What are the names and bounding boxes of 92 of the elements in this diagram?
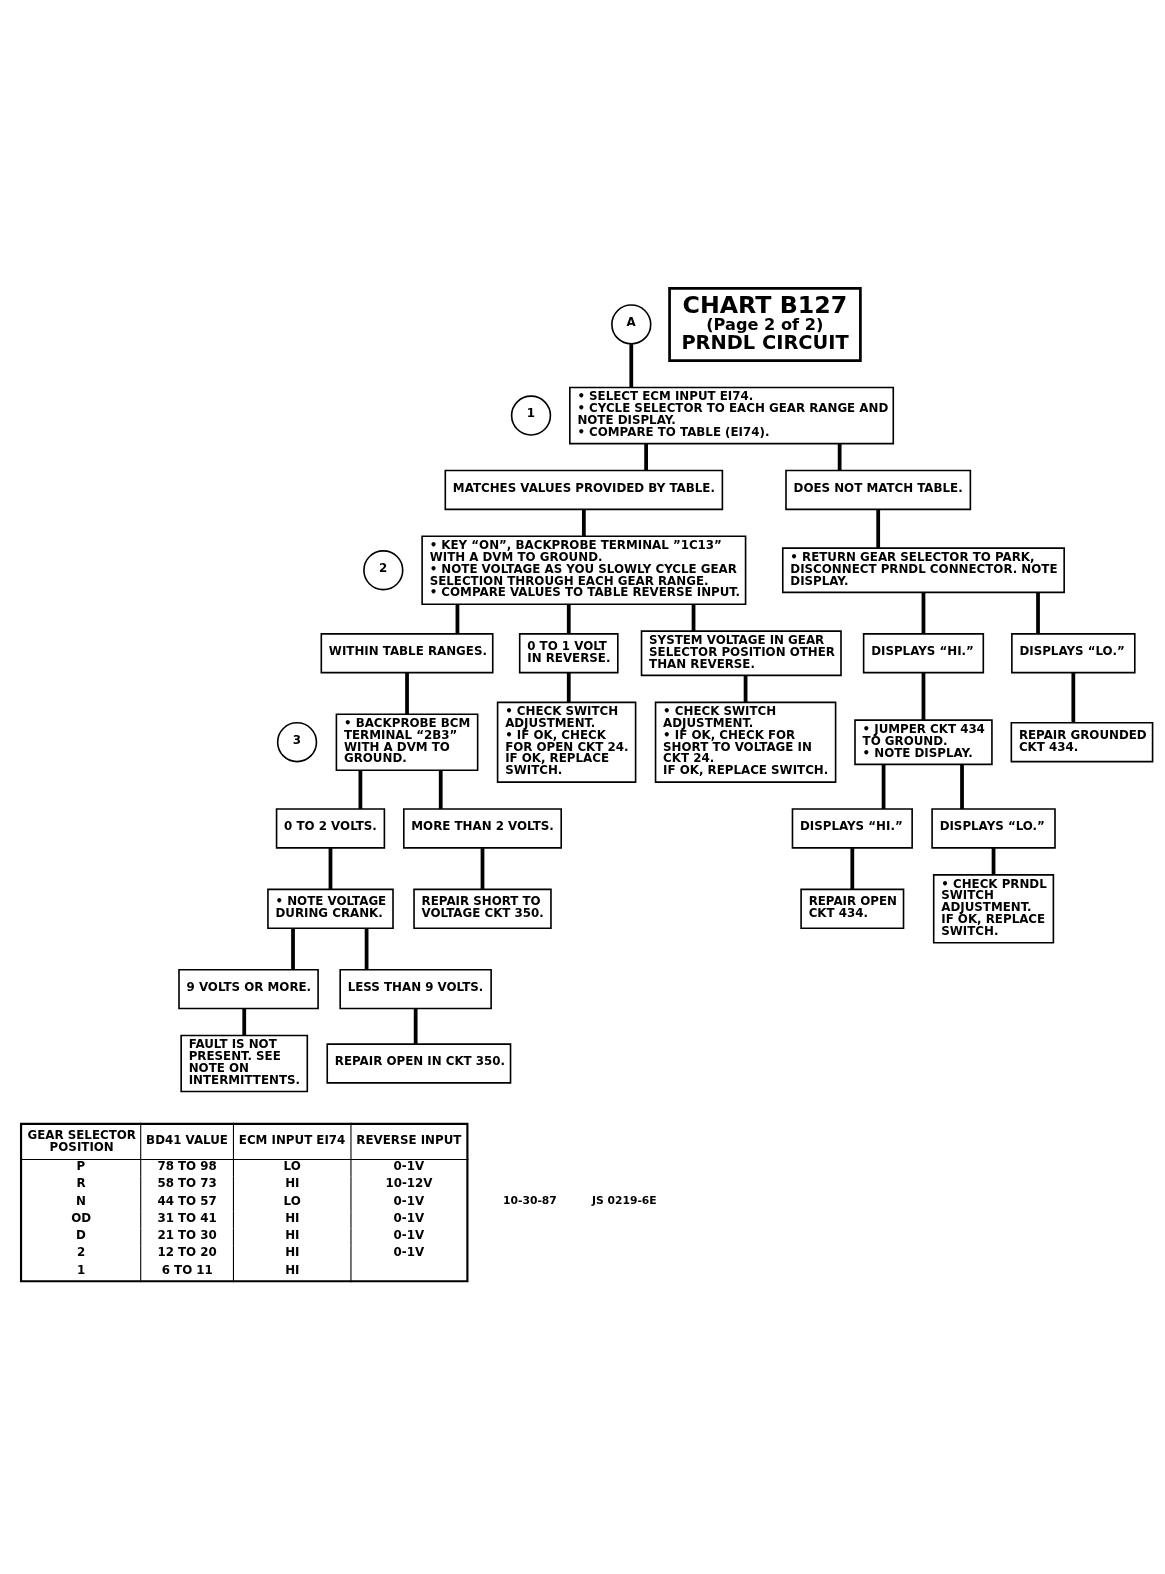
connector [1036, 592, 1040, 634]
label: LO [283, 1193, 301, 1208]
connector [438, 769, 443, 809]
label: 1 [77, 1262, 86, 1277]
node-box: 9 VOLTS OR MORE. [178, 968, 319, 1009]
label: 2 [77, 1244, 86, 1259]
label: ECM INPUT EI74 [238, 1132, 346, 1147]
node-box: SYSTEM VOLTAGE IN GEAR SELECTOR POSITION OTHER THAN REVERSE. [640, 629, 842, 676]
node-box: • CHECK PRNDL SWITCH ADJUSTMENT. IF OK, REPLACE SWITCH. [932, 873, 1055, 944]
label: 0-1V [393, 1193, 425, 1208]
node-box: • RETURN GEAR SELECTOR TO PARK, DISCONNECT PRNDL CONNECTOR. NOTE DISPLAY. [781, 546, 1065, 593]
label: 6 TO 11 [161, 1262, 213, 1277]
connector [1071, 672, 1076, 723]
label: 10-30-87 [502, 1193, 557, 1207]
node-circle: 3 [276, 721, 318, 762]
node-box: REPAIR OPEN IN CKT 350. [326, 1042, 512, 1084]
label: D [76, 1227, 86, 1242]
connector [991, 847, 996, 875]
node-box: MATCHES VALUES PROVIDED BY TABLE. [444, 469, 724, 510]
connector [242, 1008, 247, 1035]
connector [850, 847, 855, 889]
node-box: • KEY “ON”, BACKPROBE TERMINAL ”1C13” WITH A DVM TO GROUND. • NOTE VOLTAGE AS YOU SLOWLY CYCLE GEAR SELECTION THROUGH EACH GEAR RANGE. • COMPARE VALUES TO TABLE REVERSE INPUT. [421, 535, 747, 605]
connector [364, 927, 369, 970]
label: 21 TO 30 [157, 1227, 217, 1242]
node-box: FAULT IS NOT PRESENT. SEE NOTE ON INTERMITTENTS. [180, 1034, 309, 1092]
label: 0-1V [393, 1227, 425, 1242]
connector [837, 443, 842, 470]
label: R [76, 1175, 86, 1190]
connector [581, 508, 586, 536]
node-circle: 2 [363, 549, 404, 590]
node-box: LESS THAN 9 VOLTS. [339, 968, 492, 1009]
node-box: REPAIR GROUNDED CKT 434. [1010, 721, 1154, 762]
connector [566, 604, 571, 634]
node-box: DISPLAYS “LO.” [1011, 632, 1136, 673]
label: LO [283, 1158, 301, 1173]
node-circle: A [611, 303, 652, 345]
node-box: DISPLAYS “HI.” [791, 807, 913, 849]
node-box: CHART B127 (Page 2 of 2) PRNDL CIRCUIT [668, 286, 862, 362]
label: OD [71, 1210, 92, 1225]
node-box: WITHIN TABLE RANGES. [320, 632, 494, 673]
label: 78 TO 98 [157, 1158, 217, 1173]
label: 0-1V [393, 1244, 425, 1259]
connector [328, 847, 333, 889]
label: 10-12V [385, 1175, 433, 1190]
label: 31 TO 41 [157, 1210, 217, 1225]
label: P [76, 1158, 86, 1173]
connector [743, 675, 748, 702]
label: HI [285, 1210, 300, 1225]
connector [881, 763, 886, 809]
label: GEAR SELECTOR POSITION [27, 1127, 136, 1154]
connector [566, 672, 571, 702]
node-box: • CHECK SWITCH ADJUSTMENT. • IF OK, CHECK FOR SHORT TO VOLTAGE IN CKT 24. IF OK, REPLACE SWITCH. [654, 701, 837, 783]
label: HI [285, 1227, 300, 1242]
connector [405, 672, 409, 714]
connector [691, 604, 696, 631]
label: HI [285, 1244, 300, 1259]
label: HI [285, 1175, 300, 1190]
label: BD41 VALUE [146, 1132, 228, 1147]
label: REVERSE INPUT [356, 1132, 462, 1147]
node-box: REPAIR OPEN CKT 434. [800, 888, 905, 929]
label: 58 TO 73 [157, 1175, 217, 1190]
node-box: 0 TO 1 VOLT IN REVERSE. [518, 632, 619, 673]
connector [413, 1008, 418, 1044]
connector [960, 763, 964, 809]
node-box: • BACKPROBE BCM TERMINAL “2B3” WITH A DVM TO GROUND. [335, 712, 479, 771]
label: HI [285, 1262, 300, 1277]
node-box: REPAIR SHORT TO VOLTAGE CKT 350. [413, 888, 552, 929]
connector [644, 443, 648, 470]
connector [291, 927, 295, 970]
node-circle: 1 [510, 394, 552, 436]
label: N [76, 1193, 86, 1208]
connector [358, 769, 363, 809]
node-box: • CHECK SWITCH ADJUSTMENT. • IF OK, CHECK FOR OPEN CKT 24. IF OK, REPLACE SWITCH. [496, 701, 637, 783]
label: 0-1V [393, 1158, 425, 1173]
node-box: • JUMPER CKT 434 TO GROUND. • NOTE DISPLAY. [854, 718, 993, 765]
node-box: DOES NOT MATCH TABLE. [785, 469, 972, 510]
label: 12 TO 20 [157, 1244, 217, 1259]
node-box: • NOTE VOLTAGE DURING CRANK. [267, 888, 394, 929]
connector [921, 672, 926, 720]
node-box: 0 TO 2 VOLTS. [275, 807, 386, 849]
node-box: DISPLAYS “LO.” [931, 807, 1056, 849]
connector [455, 604, 460, 634]
node-box: MORE THAN 2 VOLTS. [403, 807, 562, 849]
label: 44 TO 57 [157, 1193, 217, 1208]
label: 0-1V [393, 1210, 425, 1225]
connector [629, 343, 634, 387]
node-box: • SELECT ECM INPUT EI74. • CYCLE SELECTOR TO EACH GEAR RANGE AND NOTE DISPLAY. • COMPARE TO TABLE (EI74). [569, 386, 895, 444]
connector [921, 592, 926, 634]
connector [480, 847, 485, 889]
node-box: DISPLAYS “HI.” [862, 632, 985, 673]
connector [876, 508, 881, 548]
label: JS 0219-6E [591, 1193, 657, 1207]
